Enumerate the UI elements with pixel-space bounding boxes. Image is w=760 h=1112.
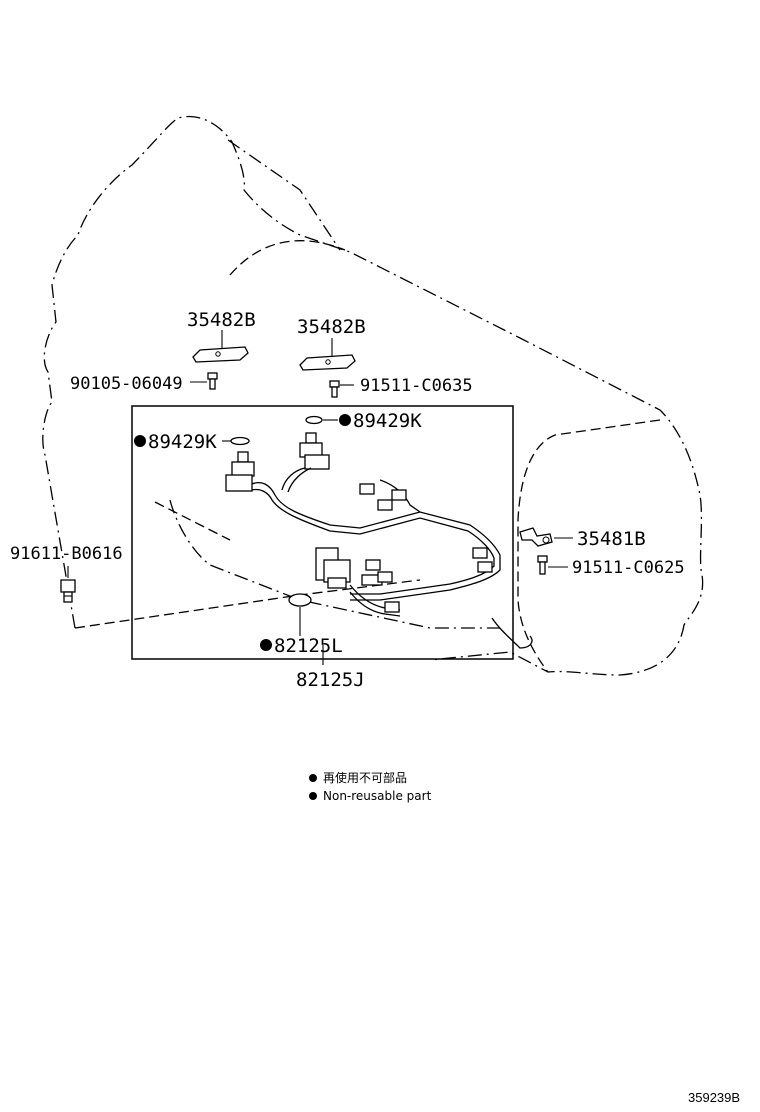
oring-89429k-right bbox=[305, 415, 338, 425]
non-reusable-mark-82125l bbox=[260, 639, 272, 651]
label-91511-c0635: 91511-C0635 bbox=[360, 376, 473, 396]
bolt-91511-c0625 bbox=[537, 555, 568, 575]
label-89429k-right: 89429K bbox=[353, 410, 422, 432]
bolt-91611-b0616 bbox=[60, 566, 76, 603]
oring-82125l bbox=[288, 593, 312, 636]
label-91511-c0625: 91511-C0625 bbox=[572, 558, 685, 578]
label-35482b-left: 35482B bbox=[187, 309, 256, 331]
label-82125l: 82125L bbox=[274, 635, 343, 657]
legend: 再使用不可部品 Non-reusable part bbox=[309, 770, 432, 803]
bolt-91511-c0635 bbox=[329, 380, 354, 398]
legend-line-en: Non-reusable part bbox=[323, 789, 432, 803]
legend-bullet-1 bbox=[309, 774, 317, 782]
label-89429k-left: 89429K bbox=[148, 431, 217, 453]
bolt-90105-06049 bbox=[190, 372, 218, 390]
label-35482b-right: 35482B bbox=[297, 316, 366, 338]
oring-89429k-left bbox=[222, 436, 250, 446]
transmission-outline bbox=[42, 116, 704, 676]
sensor-right bbox=[299, 432, 330, 470]
bracket-35481b bbox=[519, 527, 573, 547]
bracket-35482b-right bbox=[299, 338, 356, 371]
non-reusable-mark-89429k-right bbox=[339, 414, 351, 426]
reference-code: 359239B bbox=[688, 1090, 740, 1105]
label-82125j: 82125J bbox=[296, 669, 365, 691]
bracket-35482b-left bbox=[192, 330, 249, 363]
label-35481b: 35481B bbox=[577, 528, 646, 550]
non-reusable-mark-89429k-left bbox=[134, 435, 146, 447]
label-90105-06049: 90105-06049 bbox=[70, 374, 183, 394]
legend-line-jp: 再使用不可部品 bbox=[323, 770, 407, 785]
label-91611-b0616: 91611-B0616 bbox=[10, 544, 123, 564]
sensor-left bbox=[225, 451, 255, 492]
wire-harness-82125j bbox=[251, 467, 501, 665]
legend-bullet-2 bbox=[309, 792, 317, 800]
